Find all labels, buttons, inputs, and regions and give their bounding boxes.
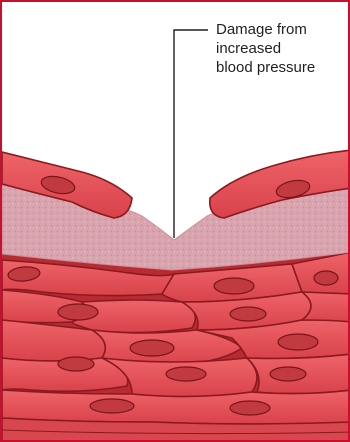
- cell-nucleus: [58, 304, 98, 320]
- cell-nucleus: [130, 340, 174, 356]
- cell-nucleus: [214, 278, 254, 294]
- cell-nucleus: [314, 271, 338, 285]
- callout-label: Damage from increased blood pressure: [216, 20, 350, 77]
- cell-nucleus: [166, 367, 206, 381]
- cell-nucleus: [270, 367, 306, 381]
- cell-nucleus: [90, 399, 134, 413]
- cell-nucleus: [58, 357, 94, 371]
- callout-leader-line: [174, 30, 208, 238]
- cell-nucleus: [230, 401, 270, 415]
- cell-nucleus: [278, 334, 318, 350]
- cell-nucleus: [230, 307, 266, 321]
